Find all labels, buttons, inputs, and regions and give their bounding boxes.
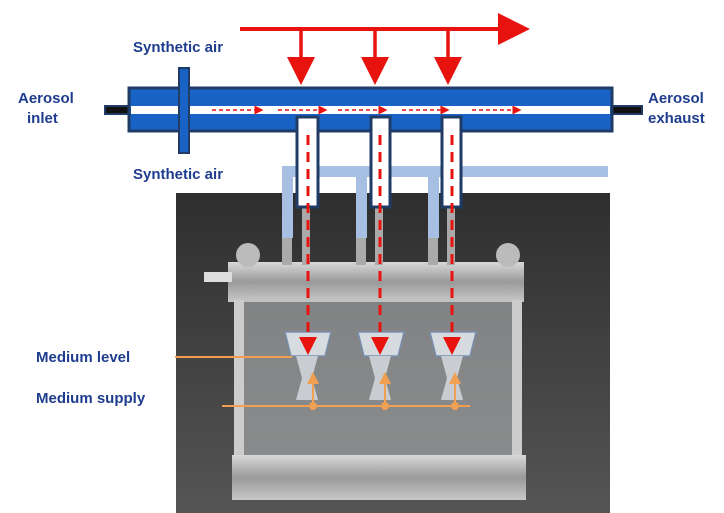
- aerosol-exhaust-label-1: Aerosol: [648, 90, 704, 107]
- synthetic-air-bottom-label: Synthetic air: [133, 166, 223, 183]
- aerosol-inlet-label-1: Aerosol: [18, 90, 74, 107]
- chamber-base: [232, 455, 526, 500]
- chamber-lid: [228, 262, 524, 302]
- aerosol-flow-down: [299, 135, 461, 355]
- down-arrows: [287, 29, 462, 85]
- medium-supply-label: Medium supply: [36, 390, 146, 407]
- aerosol-exhaust-label-2: exhaust: [648, 110, 705, 127]
- medium-level-label: Medium level: [36, 349, 130, 366]
- medium-indicators: [175, 356, 470, 407]
- flange: [178, 67, 190, 154]
- apparatus-photo: [176, 193, 610, 513]
- synthetic-air-top-label: Synthetic air: [133, 39, 223, 56]
- aerosol-inlet-label-2: inlet: [27, 110, 58, 127]
